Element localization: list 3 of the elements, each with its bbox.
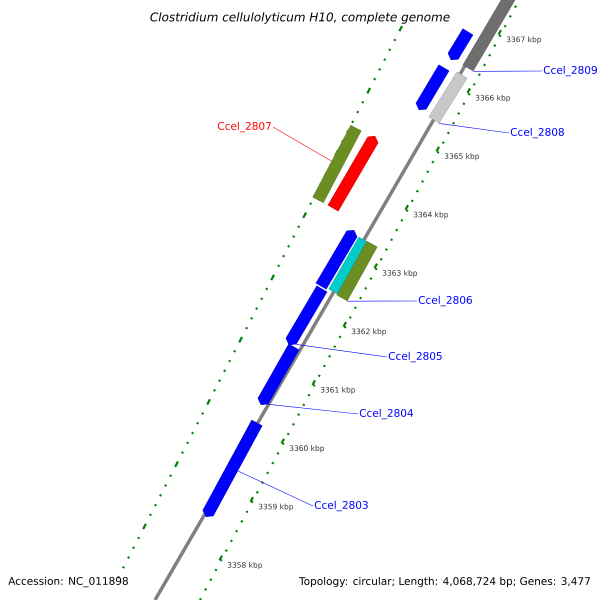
accession-text: Accession: NC_011898 — [8, 576, 128, 588]
gene-label: Ccel_2809 — [544, 66, 597, 76]
gene-label: Ccel_2808 — [510, 128, 564, 138]
